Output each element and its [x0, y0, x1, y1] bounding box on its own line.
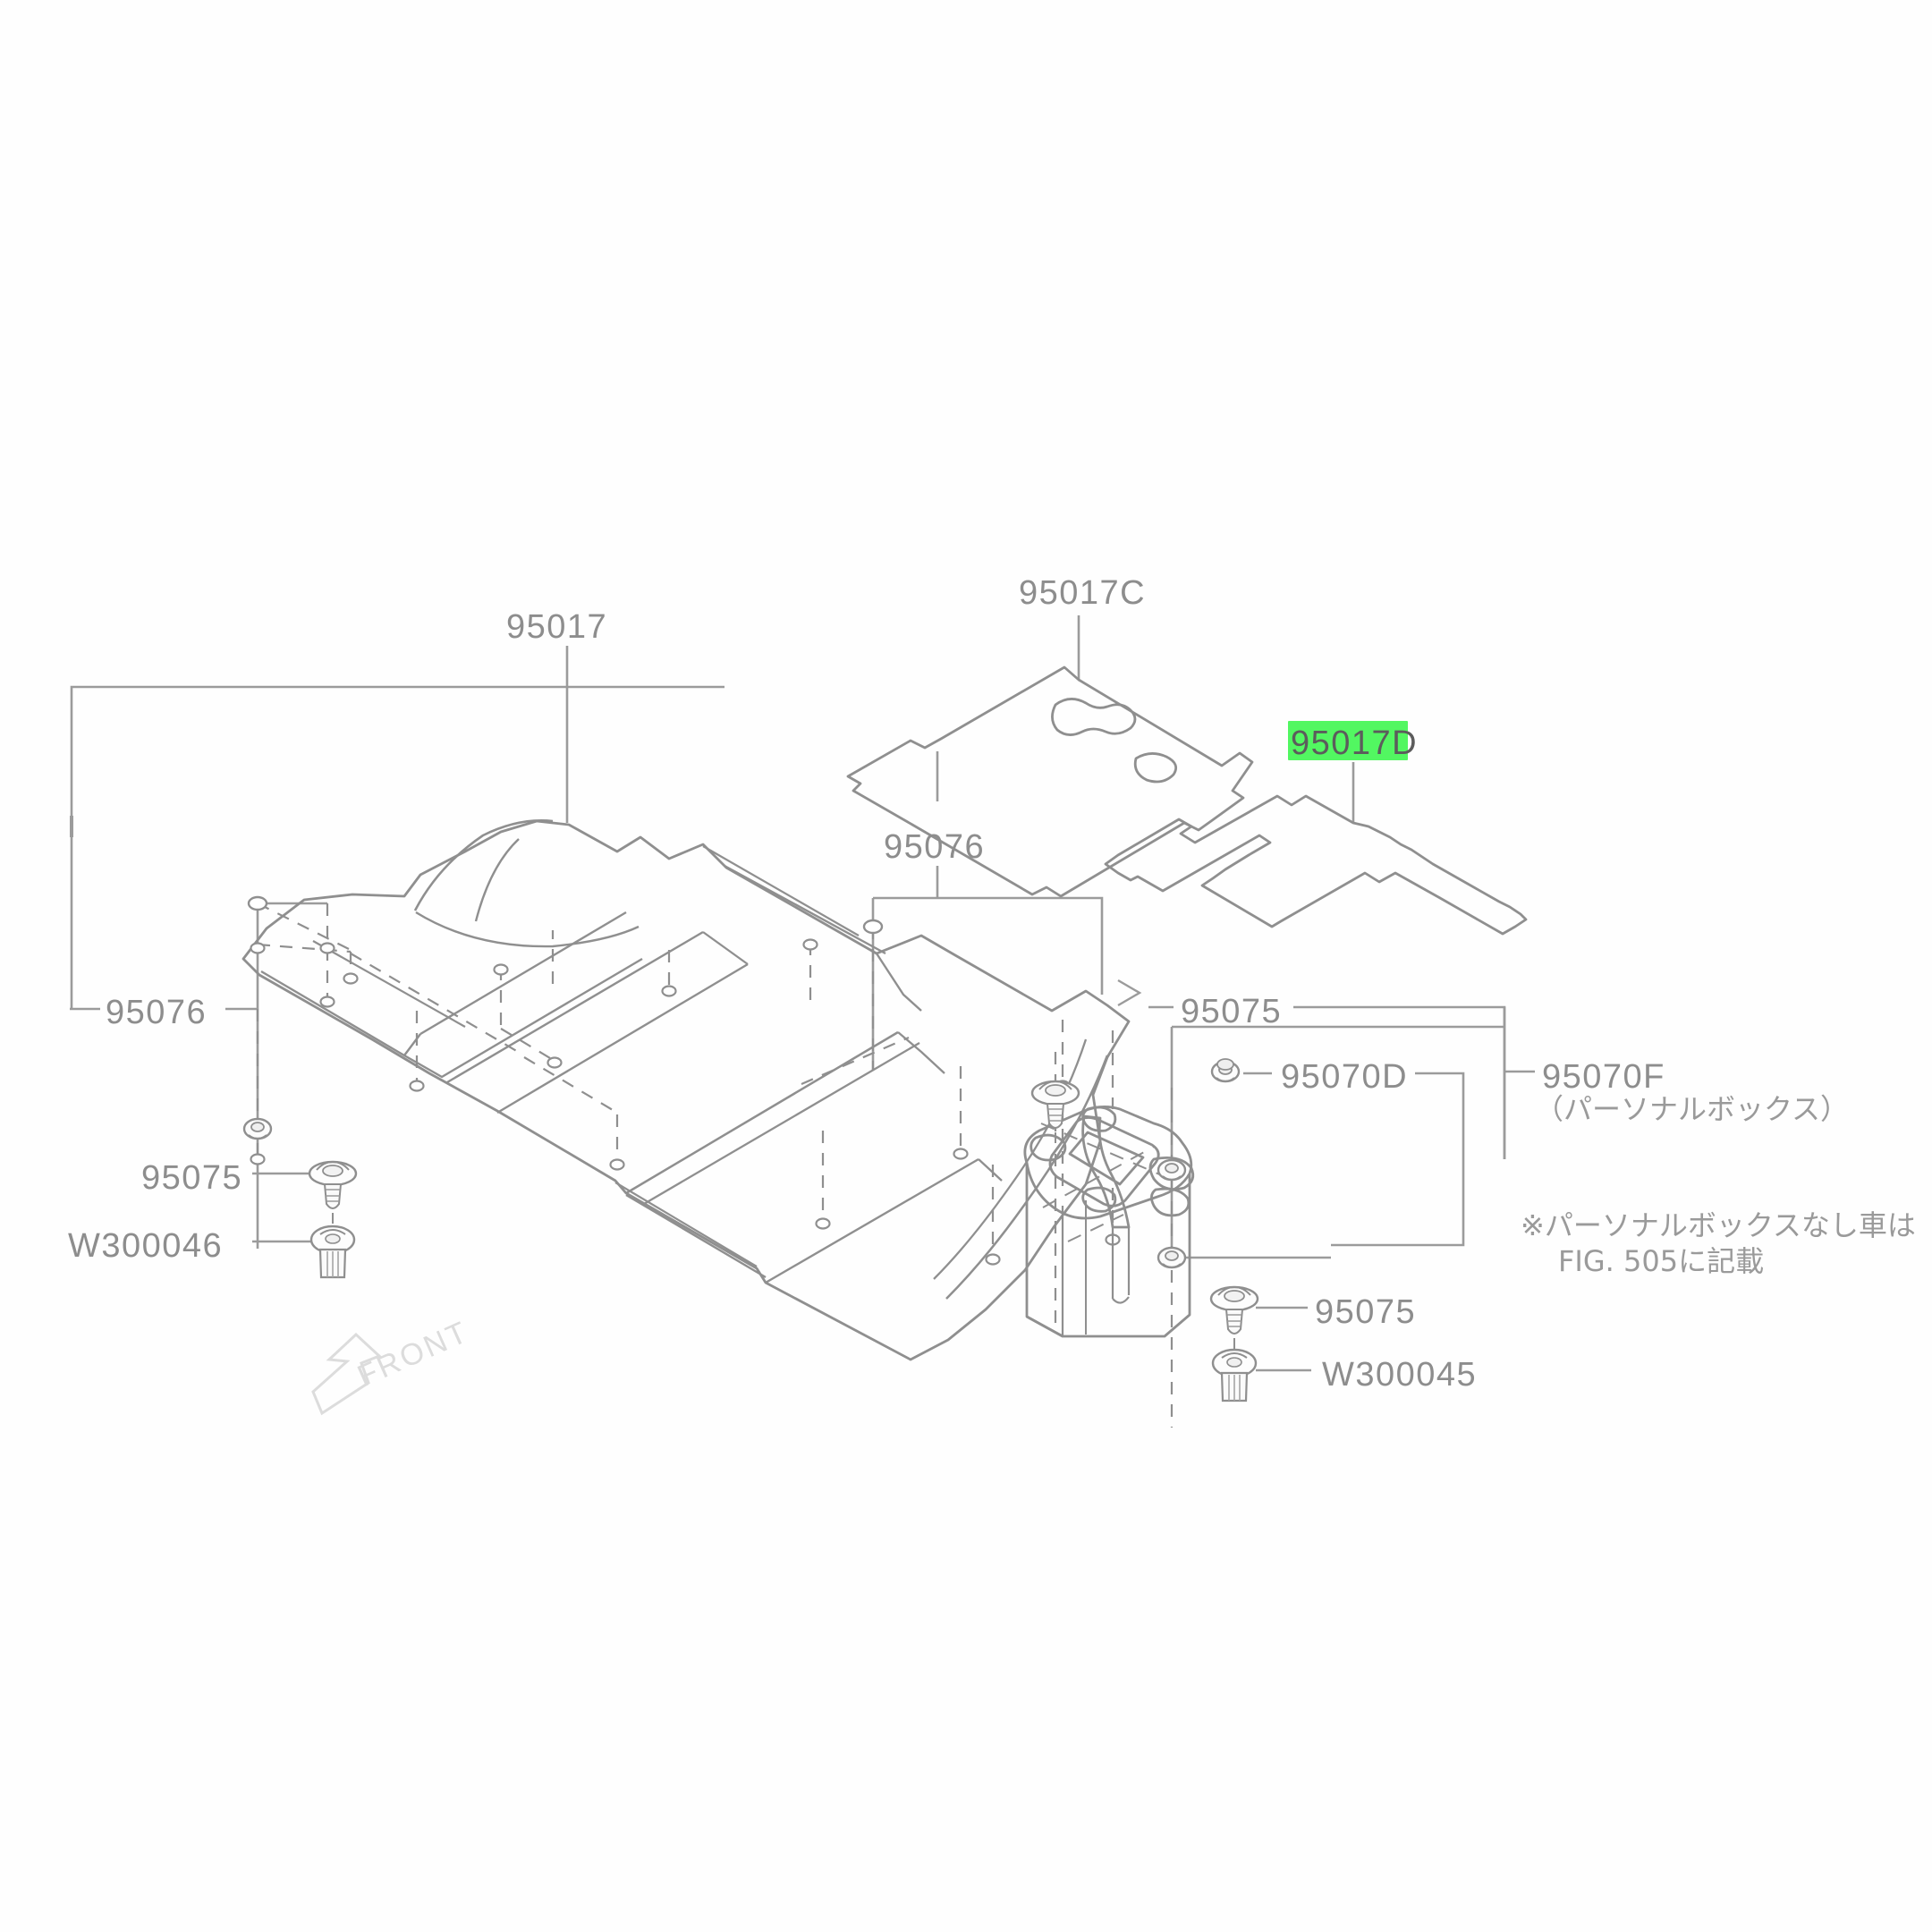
label-95076-center[interactable]: 95076 — [884, 828, 986, 866]
fastener-95075-right[interactable] — [1209, 1285, 1259, 1351]
part-95017D-rear-mat[interactable] — [1104, 794, 1528, 936]
part-95017C-rear-mat[interactable] — [846, 665, 1254, 898]
carpet-rail-top — [446, 930, 704, 1084]
carpet-rear-side — [765, 1157, 979, 1284]
carpet-tunnel-base — [415, 911, 640, 948]
carpet-rear-side2 — [978, 1158, 1003, 1182]
fastener-W300045-right[interactable] — [1211, 1348, 1258, 1402]
mat-95017C-outline — [846, 665, 1254, 898]
label-95070D[interactable]: 95070D — [1281, 1058, 1409, 1096]
fastener-95075-left[interactable] — [308, 1160, 358, 1225]
carpet-outline — [242, 819, 1131, 1361]
label-95075-lower-right[interactable]: 95075 — [1315, 1293, 1417, 1331]
carpet-fold-2 — [403, 957, 643, 1079]
note-line-2: FIG. 505に記載 — [1558, 1244, 1765, 1278]
carpet-tail-left — [625, 1193, 767, 1279]
carpet-step-a — [260, 970, 421, 1057]
carpet-tunnel-ridge — [413, 819, 554, 911]
box-lug-mid — [1081, 1106, 1117, 1132]
carpet-right-wall — [945, 1055, 1109, 1300]
highlight-background — [1288, 721, 1408, 760]
label-95017[interactable]: 95017 — [506, 608, 608, 646]
carpet-rail-cap — [702, 931, 749, 965]
carpet-hole-markers — [247, 895, 1121, 1266]
box-dashed-diagonals — [1040, 1123, 1171, 1242]
box-bridge-foot — [1112, 1296, 1130, 1304]
box-lug-lower — [1081, 1186, 1117, 1213]
fold-mark-left — [1117, 979, 1142, 1007]
note-line-1: ※パーソナルボックスなし車は — [1521, 1208, 1916, 1242]
box-body — [1025, 1163, 1191, 1338]
carpet-rail-low — [496, 962, 749, 1114]
part-95017-main-carpet[interactable] — [242, 819, 1131, 1361]
fastener-95070D-nut[interactable] — [1210, 1058, 1241, 1083]
carpet-wing-fold — [875, 953, 922, 1012]
carpet-tunnel-inner — [474, 838, 520, 922]
box-lug-right-2 — [1150, 1187, 1191, 1217]
label-95075-left[interactable]: 95075 — [141, 1159, 243, 1197]
carpet-tail-edge — [614, 1182, 758, 1267]
mat-95017D-outline — [1104, 794, 1528, 936]
leader-95017-bracket — [70, 685, 567, 1009]
carpet-rear-top — [625, 1030, 899, 1195]
mat-95017C-cutout-2 — [1133, 752, 1178, 784]
carpet-wing-right-in — [702, 845, 860, 936]
grommet-95076-left[interactable] — [242, 1117, 273, 1140]
fasteners-group — [242, 1058, 1259, 1402]
grommet-95075-mid-right[interactable] — [1157, 1246, 1187, 1269]
label-W300046[interactable]: W300046 — [68, 1227, 224, 1265]
carpet-wing-right-edge — [724, 864, 886, 955]
leader-95070D-out — [1331, 1072, 1465, 1247]
label-W300045[interactable]: W300045 — [1322, 1356, 1478, 1394]
carpet-rear-ridge — [643, 1042, 920, 1205]
box-lug-right — [1148, 1156, 1195, 1191]
label-95070F[interactable]: 95070F — [1542, 1058, 1665, 1096]
fastener-95075-carpet-edge[interactable] — [1030, 1080, 1080, 1145]
label-95076-left[interactable]: 95076 — [106, 994, 208, 1031]
label-personal-box-jp: （パーソナルボックス） — [1535, 1092, 1850, 1126]
carpet-dashed-lines — [256, 902, 1114, 1258]
leader-95076a-bracket — [873, 896, 1104, 995]
box-tray-inner — [1068, 1131, 1145, 1186]
fastener-W300046-left[interactable] — [309, 1224, 356, 1279]
front-arrow-icon — [311, 1332, 382, 1416]
grommet-box-top[interactable] — [1157, 1158, 1187, 1182]
label-95075-upper-right[interactable]: 95075 — [1181, 993, 1283, 1030]
label-95017C[interactable]: 95017C — [1019, 574, 1147, 612]
mat-95017C-cutout-1 — [1051, 698, 1137, 736]
label-95017D[interactable]: 95017D — [1291, 724, 1419, 762]
part-95070F-personal-box[interactable] — [1023, 1106, 1195, 1338]
box-body-left-edge — [1026, 1315, 1063, 1338]
carpet-step-b — [312, 940, 466, 1028]
